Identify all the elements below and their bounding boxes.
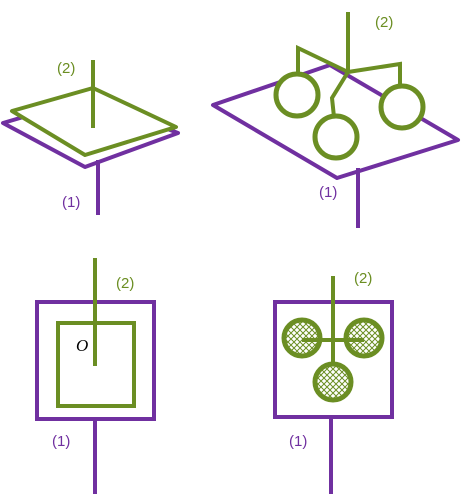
green-circle-bottom (312, 113, 360, 161)
label-origin: O (76, 336, 88, 355)
panel-bottom-left: O (2) (1) (35, 258, 156, 494)
panel-top-right: (2) (1) (211, 12, 460, 228)
label-purple: (1) (52, 433, 70, 450)
panel-bottom-right: (2) (1) (273, 270, 394, 494)
label-green: (2) (375, 14, 393, 31)
label-purple: (1) (62, 194, 80, 211)
label-purple: (1) (289, 433, 307, 450)
label-green: (2) (354, 270, 372, 287)
label-purple: (1) (319, 184, 337, 201)
hatched-circle-bottom (312, 361, 354, 403)
panel-top-left: (2) (1) (1, 60, 180, 215)
hatched-circle-right (343, 317, 385, 359)
green-circle-left (273, 71, 321, 119)
hatched-circle-left (281, 317, 323, 359)
green-circle-right (378, 83, 426, 131)
label-green: (2) (57, 60, 75, 77)
label-green: (2) (116, 275, 134, 292)
green-tree (296, 12, 402, 118)
